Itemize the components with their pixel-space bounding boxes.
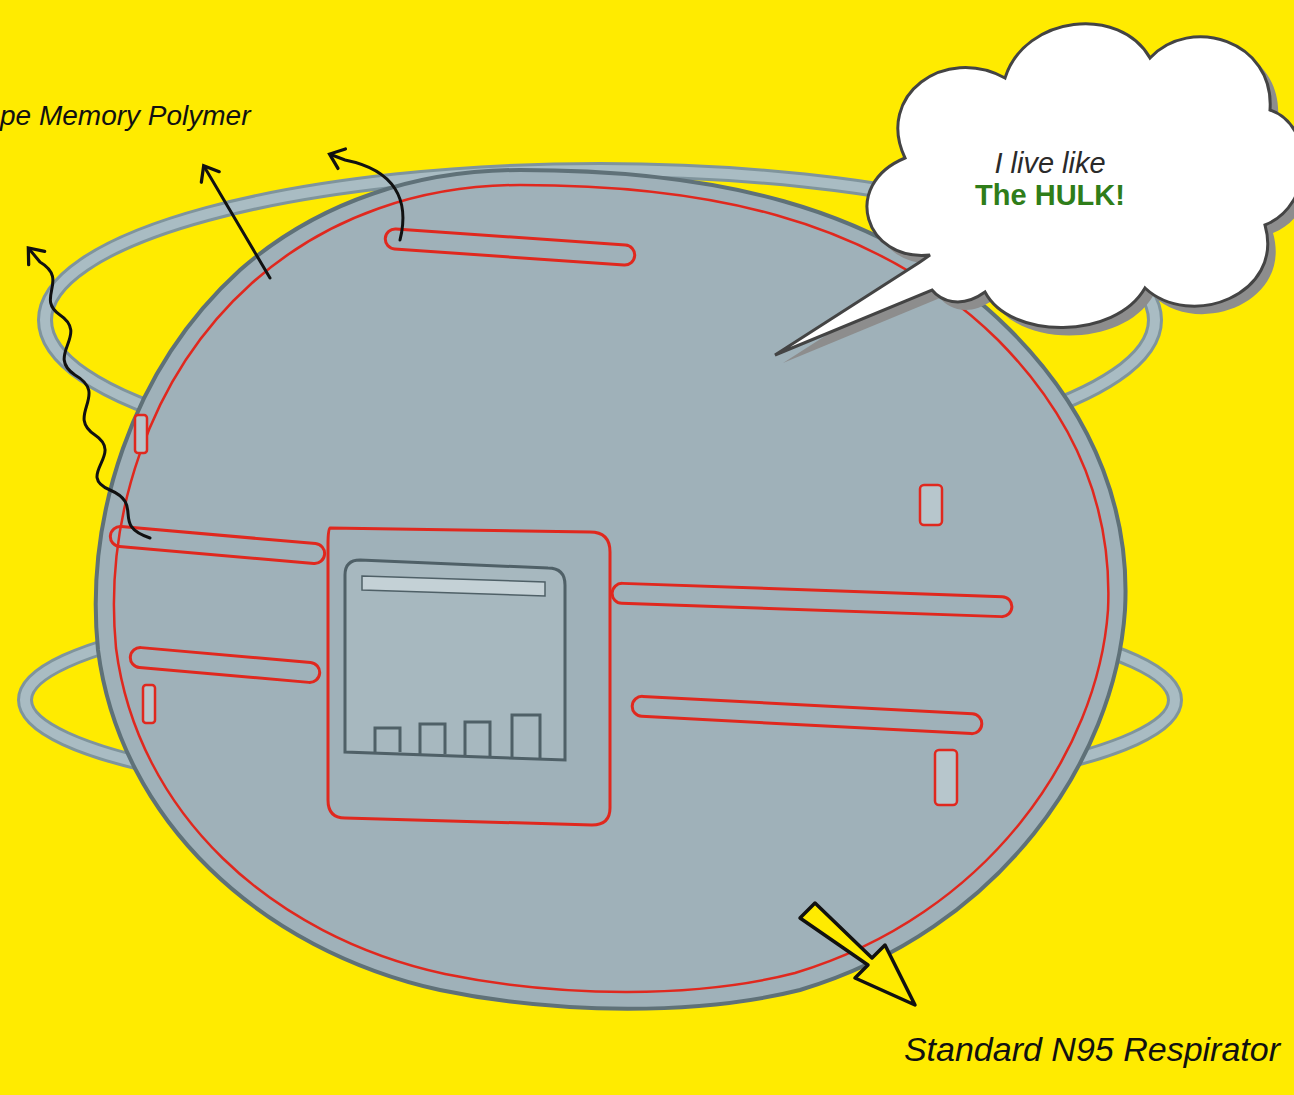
material-label: pe Memory Polymer <box>0 100 251 132</box>
cloud-text: I live likeThe HULK! <box>900 148 1200 212</box>
hollow-arrow <box>800 903 915 1005</box>
product-label: Standard N95 Respirator <box>904 1030 1280 1069</box>
hulk-text: The HULK! <box>900 180 1200 212</box>
leader-arrows <box>30 155 403 538</box>
valve-cover <box>345 560 565 760</box>
valve-frame <box>328 528 610 825</box>
strap-clips <box>135 415 957 805</box>
speech-text: I live like <box>900 148 1200 180</box>
valve-vents <box>375 715 540 758</box>
speech-cloud: I live likeThe HULK! <box>770 0 1294 360</box>
